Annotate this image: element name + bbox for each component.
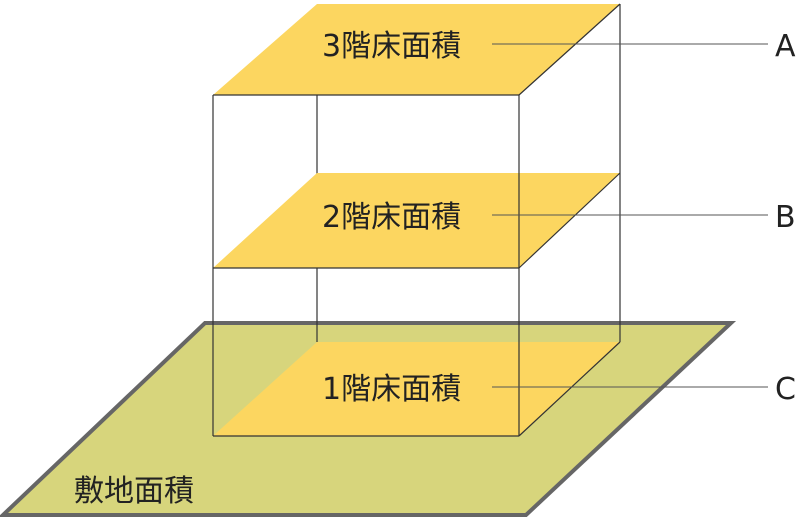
floor-3-label: 3階床面積 [322, 29, 461, 64]
site-area-label: 敷地面積 [74, 474, 194, 509]
leader-lines [492, 43, 768, 388]
marker-c: C [775, 372, 796, 407]
marker-a: A [775, 29, 796, 64]
floor-2-label: 2階床面積 [322, 200, 461, 235]
floor-1-plane [213, 342, 620, 436]
floor-3-plane [213, 4, 620, 95]
building-frame-front [212, 3, 621, 437]
floor-1-label: 1階床面積 [322, 372, 461, 407]
floor-2-plane [213, 173, 620, 268]
marker-b: B [775, 200, 796, 235]
